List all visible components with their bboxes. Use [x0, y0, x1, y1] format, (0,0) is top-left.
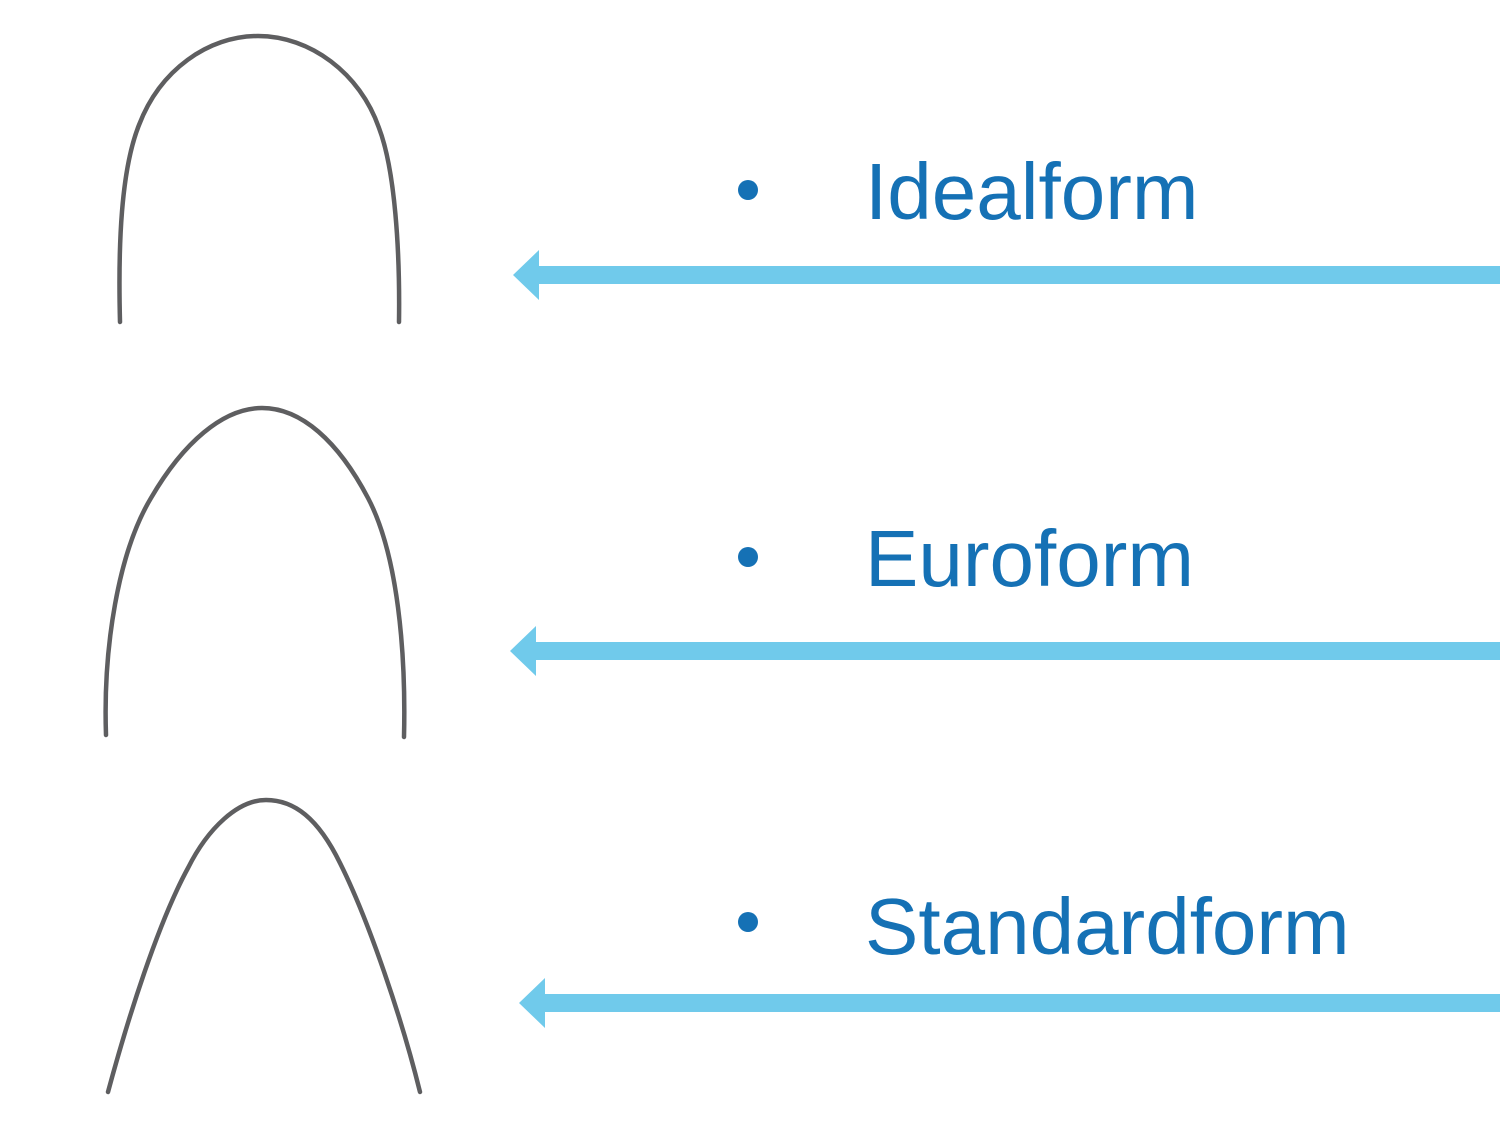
euroform-arch-image [103, 405, 407, 740]
left-arrow-icon [513, 250, 1500, 300]
standardform-label: Standardform [865, 882, 1350, 971]
left-arrow-icon [510, 626, 1500, 676]
bullet-icon [738, 547, 758, 567]
idealform-label: Idealform [865, 147, 1199, 236]
euroform-label: Euroform [865, 514, 1194, 603]
bullet-icon [738, 912, 758, 932]
idealform-arch-image [117, 33, 402, 325]
bullet-icon [738, 180, 758, 200]
left-arrow-icon [519, 978, 1500, 1028]
standardform-arch-image [105, 797, 423, 1095]
